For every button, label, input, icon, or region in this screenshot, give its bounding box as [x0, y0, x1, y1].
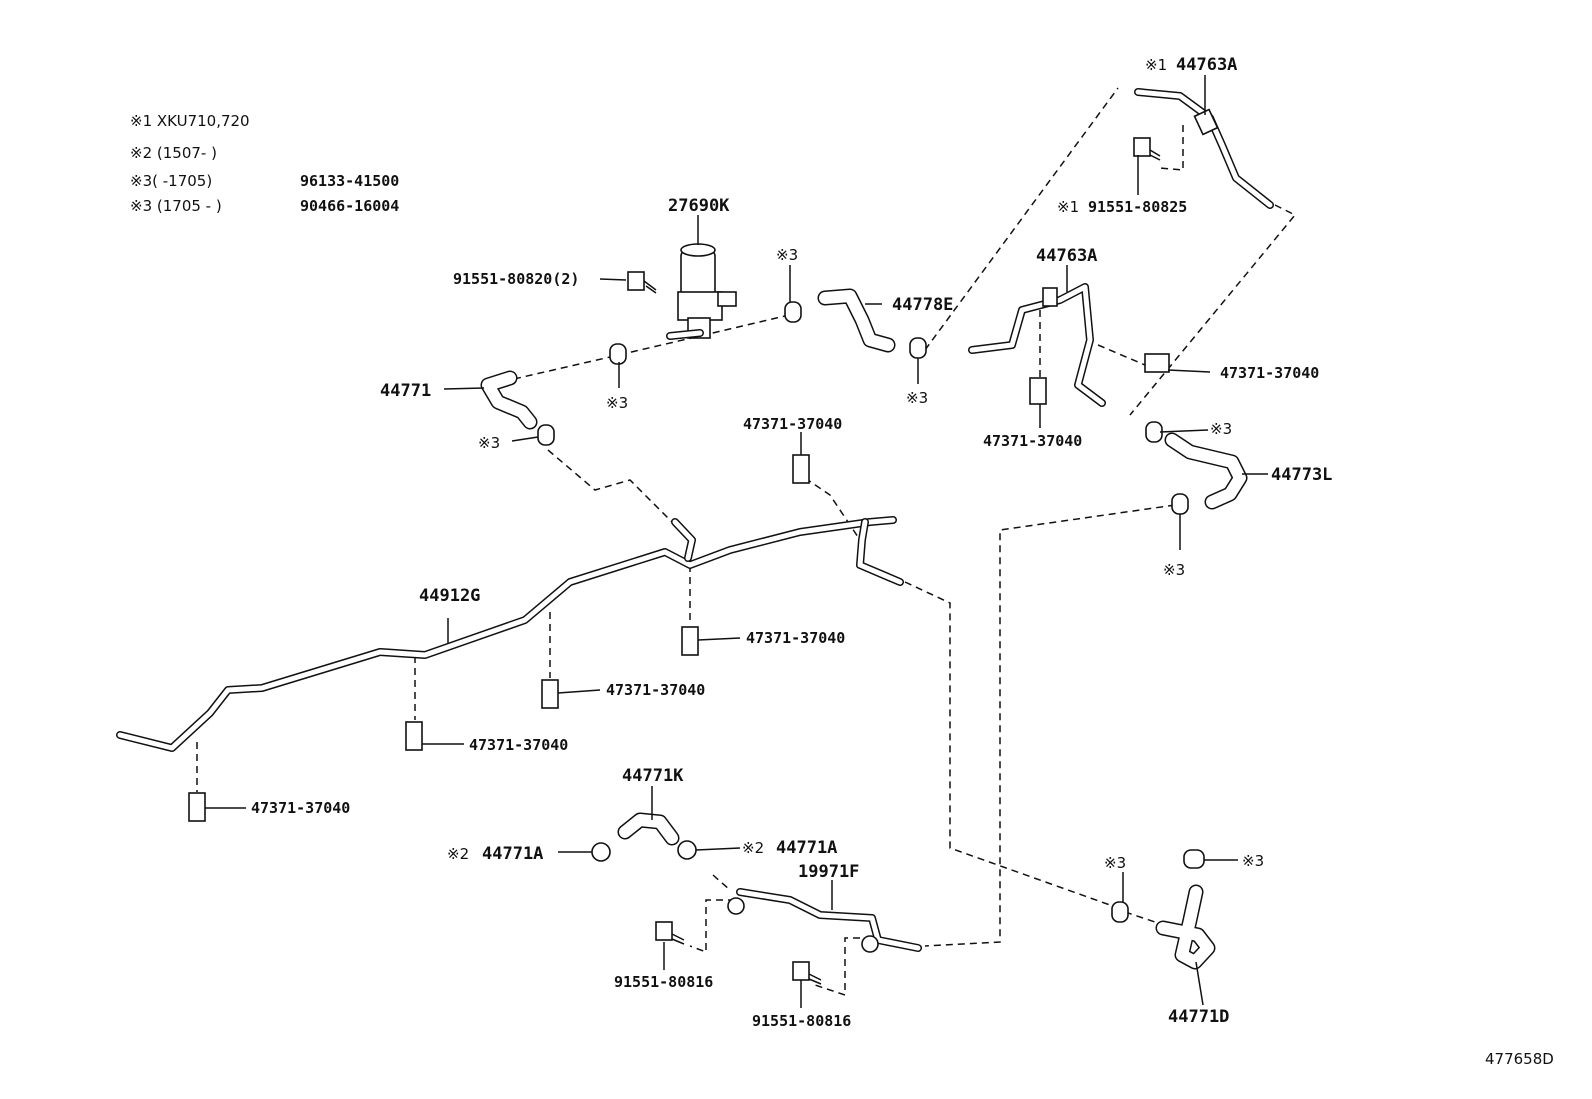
label-47371-37040: 47371-37040 [251, 799, 350, 817]
label-44763a-top: 44763A [1176, 55, 1237, 75]
clip [188, 792, 206, 822]
steel-tube-44912g [116, 516, 904, 752]
clamp-44771a-left [591, 842, 611, 862]
label-27690k: 27690K [668, 196, 730, 216]
bolt-91551-80825 [1133, 137, 1161, 161]
clamp [784, 301, 802, 323]
hose-clamps [537, 301, 1205, 923]
note-3b-part: 90466-16004 [300, 197, 399, 215]
notes-block: ※1 XKU710,720 ※2 (1507- ) ※3( -1705) 961… [130, 112, 399, 215]
label-clamp-ref: ※3 [906, 389, 928, 407]
label-44771: 44771 [380, 381, 431, 401]
diagram-id: 477658D [1485, 1050, 1554, 1068]
label-44763a: 44763A [1036, 246, 1097, 266]
clip [541, 679, 559, 709]
clamp [1171, 493, 1189, 515]
tube-bracket-top [1193, 108, 1219, 136]
note-3b: ※3 (1705 - ) [130, 197, 222, 215]
clamp-44771a-right [677, 840, 697, 860]
leader-lines [205, 75, 1268, 1008]
label-91551-80820: 91551-80820(2) [453, 270, 579, 288]
label-44771d: 44771D [1168, 1007, 1229, 1027]
label-91551-80825: 91551-80825 [1088, 198, 1187, 216]
clip [1144, 353, 1170, 373]
clip [1029, 377, 1047, 405]
clamp [1183, 849, 1205, 869]
clip [405, 721, 423, 751]
hose-44771 [480, 370, 538, 430]
label-44771k: 44771K [622, 766, 684, 786]
label-44763a-top-mark: ※1 [1145, 56, 1167, 74]
note-2: ※2 (1507- ) [130, 144, 217, 162]
assembly-dashed-lines [196, 87, 1297, 997]
clip [792, 454, 810, 484]
label-44771a-right: 44771A [776, 838, 837, 858]
label-19971f: 19971F [798, 862, 859, 882]
label-44912g: 44912G [419, 586, 480, 606]
label-clamp-ref: ※3 [606, 394, 628, 412]
vsv-valve-27690k [666, 243, 737, 340]
steel-tube-44763a-top [1134, 88, 1274, 209]
clip [681, 626, 699, 656]
tube-bracket-right [861, 935, 879, 953]
clamp [909, 337, 927, 359]
bolt-91551-80820 [627, 271, 657, 294]
label-clamp-ref: ※3 [1242, 852, 1264, 870]
label-clamp-ref: ※3 [1104, 854, 1126, 872]
label-44778e: 44778E [892, 295, 953, 315]
hose-44778e [817, 288, 896, 353]
label-47371-37040: 47371-37040 [606, 681, 705, 699]
clamp [537, 424, 555, 446]
label-44773l: 44773L [1271, 465, 1332, 485]
label-44771a-left-mark: ※2 [447, 845, 469, 863]
label-clamp-ref: ※3 [776, 246, 798, 264]
tube-bracket-left [727, 897, 745, 915]
label-clamp-ref: ※3 [1163, 561, 1185, 579]
hose-44773l [1164, 432, 1248, 510]
label-91551-80825-mark: ※1 [1057, 198, 1079, 216]
label-91551-80816: 91551-80816 [752, 1012, 851, 1030]
label-44771a-left: 44771A [482, 844, 543, 864]
label-44771a-right-mark: ※2 [742, 839, 764, 857]
label-47371-37040: 47371-37040 [743, 415, 842, 433]
bolt-91551-80816-a [655, 921, 685, 945]
note-3a-part: 96133-41500 [300, 172, 399, 190]
clamp [609, 343, 627, 365]
label-47371-37040: 47371-37040 [746, 629, 845, 647]
clamp [1111, 901, 1129, 923]
hose-44771d [1155, 884, 1216, 970]
label-47371-37040: 47371-37040 [983, 432, 1082, 450]
part-labels: 27690K 91551-80820(2) 44771 ※3 ※3 ※3 447… [251, 55, 1554, 1068]
label-47371-37040: 47371-37040 [469, 736, 568, 754]
label-47371-37040: 47371-37040 [1220, 364, 1319, 382]
hose-44771k [617, 812, 680, 846]
note-1: ※1 XKU710,720 [130, 112, 250, 130]
label-clamp-ref: ※3 [478, 434, 500, 452]
tube-bracket [1042, 287, 1058, 307]
clamp [1145, 421, 1163, 443]
label-91551-80816: 91551-80816 [614, 973, 713, 991]
note-3a: ※3( -1705) [130, 172, 212, 190]
bolt-91551-80816-b [792, 961, 822, 985]
label-clamp-ref: ※3 [1210, 420, 1232, 438]
steel-tube-44763a [968, 283, 1106, 407]
clips [188, 353, 1170, 822]
steel-tube-19971f [727, 888, 922, 953]
